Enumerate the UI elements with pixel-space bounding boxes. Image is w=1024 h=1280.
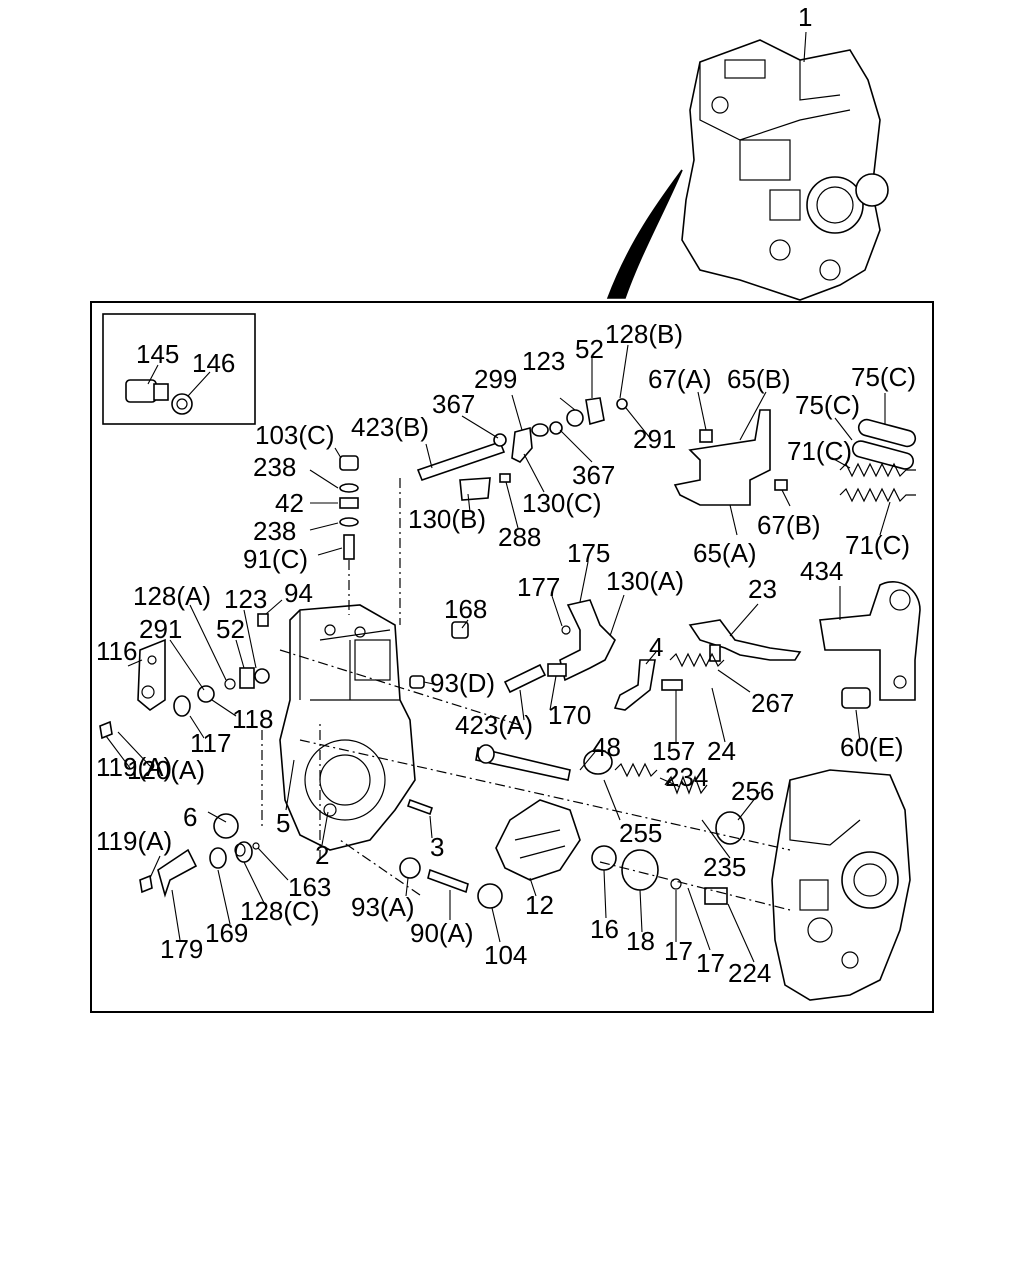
callout-75c1: 75(C) (851, 362, 916, 392)
callout-179: 179 (160, 934, 203, 964)
lever-175-group (409, 599, 616, 694)
callout-128c: 128(C) (240, 896, 319, 926)
callout-169: 169 (205, 918, 248, 948)
flyweight-holder (495, 799, 728, 905)
callout-116: 116 (96, 636, 137, 666)
callout-423a: 423(A) (455, 710, 533, 740)
control-shaft-upper (399, 397, 628, 625)
callout-267: 267 (751, 688, 794, 718)
callout-93d: 93(D) (430, 668, 495, 698)
callout-423b: 423(B) (351, 412, 429, 442)
callout-367b: 367 (572, 460, 615, 490)
callout-291a: 291 (633, 424, 676, 454)
detail-frame (90, 301, 934, 1013)
leader-1 (803, 31, 807, 63)
callout-52b: 52 (216, 614, 245, 644)
callout-434: 434 (800, 556, 843, 586)
lever-23-group (613, 619, 802, 711)
cover-plate-434 (819, 581, 921, 709)
bracket-65 (673, 409, 788, 506)
callout-291b: 291 (139, 614, 182, 644)
callout-67b: 67(B) (757, 510, 821, 540)
callout-119a2: 119(A) (96, 826, 172, 856)
callout-128b: 128(B) (605, 319, 683, 349)
pump-body-partial (771, 769, 911, 1001)
callout-18: 18 (626, 926, 655, 956)
callout-12: 12 (525, 890, 554, 920)
callout-177: 177 (517, 572, 560, 602)
detail-pointer (606, 169, 683, 299)
callout-3: 3 (430, 832, 444, 862)
callout-6: 6 (183, 802, 197, 832)
inset-frame (102, 313, 256, 425)
part-145-146 (125, 379, 193, 415)
callout-1: 1 (798, 2, 812, 32)
callout-117: 117 (190, 728, 231, 758)
callout-146: 146 (192, 348, 235, 378)
callout-157: 157 (652, 736, 695, 766)
governor-housing (279, 604, 416, 851)
callout-71c1: 71(C) (787, 436, 852, 466)
callout-75c2: 75(C) (795, 390, 860, 420)
callout-168: 168 (444, 594, 487, 624)
callout-145: 145 (136, 339, 179, 369)
callout-67a: 67(A) (648, 364, 712, 394)
callout-5: 5 (276, 808, 290, 838)
callout-65a: 65(A) (693, 538, 757, 568)
callout-2: 2 (315, 840, 329, 870)
callout-93a: 93(A) (351, 892, 415, 922)
callout-labels: 1 145 146 103(C) 238 42 238 91(C) 423(B)… (96, 2, 916, 988)
callout-170: 170 (548, 700, 591, 730)
callout-163: 163 (288, 872, 331, 902)
callout-130a: 130(A) (606, 566, 684, 596)
callout-17b: 17 (696, 948, 725, 978)
callout-91c: 91(C) (243, 544, 308, 574)
pump-assembly-overview (681, 39, 889, 301)
callout-255: 255 (619, 818, 662, 848)
left-linkage (99, 613, 270, 898)
callout-299: 299 (474, 364, 517, 394)
callout-119a1: 119(A) (96, 752, 172, 782)
callout-118: 118 (232, 704, 273, 734)
callout-71c2: 71(C) (845, 530, 910, 560)
callout-23: 23 (748, 574, 777, 604)
callout-256: 256 (731, 776, 774, 806)
callout-238a: 238 (253, 452, 296, 482)
callout-130b: 130(B) (408, 504, 486, 534)
callout-90a: 90(A) (410, 918, 474, 948)
callout-60e: 60(E) (840, 732, 904, 762)
callout-24: 24 (707, 736, 736, 766)
callout-234: 234 (665, 762, 708, 792)
center-lines (261, 649, 791, 911)
callout-103c: 103(C) (255, 420, 334, 450)
callout-48: 48 (592, 732, 621, 762)
adjust-screw-stack (339, 455, 359, 615)
callout-52a: 52 (575, 334, 604, 364)
callout-224: 224 (728, 958, 771, 988)
callout-104: 104 (484, 940, 527, 970)
callout-4: 4 (649, 632, 663, 662)
callout-123b: 123 (224, 584, 267, 614)
callout-288: 288 (498, 522, 541, 552)
callout-238b: 238 (253, 516, 296, 546)
callout-65b: 65(B) (727, 364, 791, 394)
callout-16: 16 (590, 914, 619, 944)
callout-130c: 130(C) (522, 488, 601, 518)
springs-75-71 (839, 418, 917, 503)
callout-17a: 17 (664, 936, 693, 966)
callout-94: 94 (284, 578, 313, 608)
callout-42: 42 (275, 488, 304, 518)
callout-235: 235 (703, 852, 746, 882)
callout-175: 175 (567, 538, 610, 568)
lower-fasteners (399, 798, 503, 909)
leader-lines (105, 344, 891, 963)
callout-120a: 120(A) (127, 755, 205, 785)
callout-123a: 123 (522, 346, 565, 376)
callout-367a: 367 (432, 389, 475, 419)
callout-128a: 128(A) (133, 581, 211, 611)
